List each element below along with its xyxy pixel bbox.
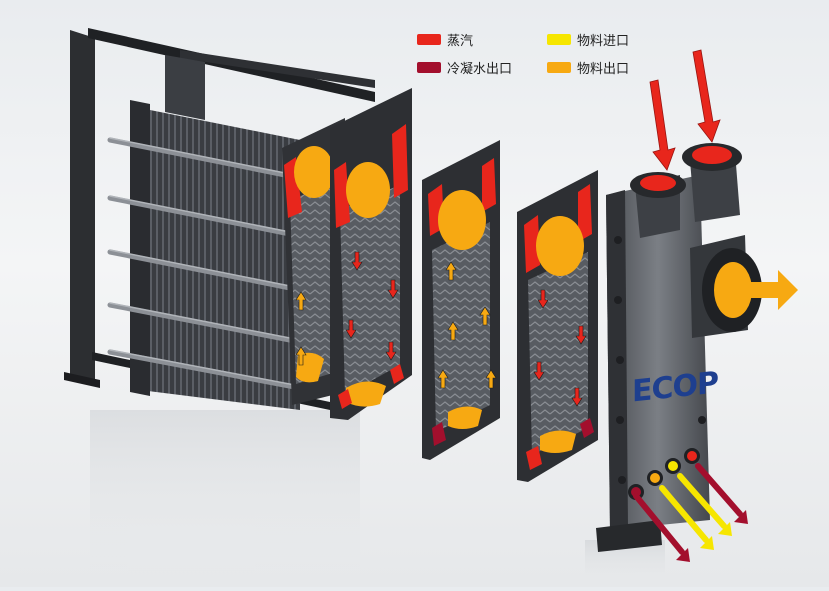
- product-outlet-arrow: [748, 270, 798, 310]
- fixed-head-plate: [130, 100, 150, 396]
- tie-bolts: [107, 137, 303, 391]
- gasket-plate-2: [330, 88, 412, 420]
- floor-reflection: [90, 410, 665, 585]
- legend-swatch: [547, 62, 571, 73]
- end-cover-assembly: [596, 143, 762, 552]
- legend-label: 物料出口: [577, 62, 630, 77]
- legend-swatch: [417, 62, 441, 73]
- legend-item-steam: 蒸汽: [417, 30, 473, 49]
- bottom-flow-arrows: [633, 463, 748, 562]
- legend-item-product-inlet: 物料进口: [547, 30, 629, 49]
- legend-item-condensate-outlet: 冷凝水出口: [417, 58, 512, 77]
- legend-swatch: [547, 34, 571, 45]
- gasket-plate-4: [517, 170, 598, 482]
- product-port: [294, 146, 334, 198]
- pressure-plate-bracket: [165, 55, 205, 120]
- legend-label: 物料进口: [577, 34, 630, 49]
- guide-bar: [180, 50, 375, 88]
- product-outlet-nozzle: [690, 235, 762, 338]
- gasket-plate-1: [282, 118, 345, 405]
- steam-inlet-arrows: [649, 49, 721, 171]
- end-cover-plate: [606, 175, 710, 530]
- frame-column: [70, 30, 95, 385]
- flow-arrows: [295, 251, 587, 407]
- legend-label: 蒸汽: [447, 34, 474, 49]
- base-foot: [596, 520, 662, 552]
- gasket-plate-3: [422, 140, 500, 460]
- legend-label: 冷凝水出口: [447, 62, 513, 77]
- steam-inlet-nozzles: [630, 143, 742, 238]
- legend: 蒸汽 冷凝水出口 物料进口 物料出口: [417, 30, 647, 80]
- legend-swatch: [417, 34, 441, 45]
- legend-item-product-outlet: 物料出口: [547, 58, 629, 77]
- frame-assembly: [64, 28, 375, 410]
- frame-foot: [64, 372, 100, 388]
